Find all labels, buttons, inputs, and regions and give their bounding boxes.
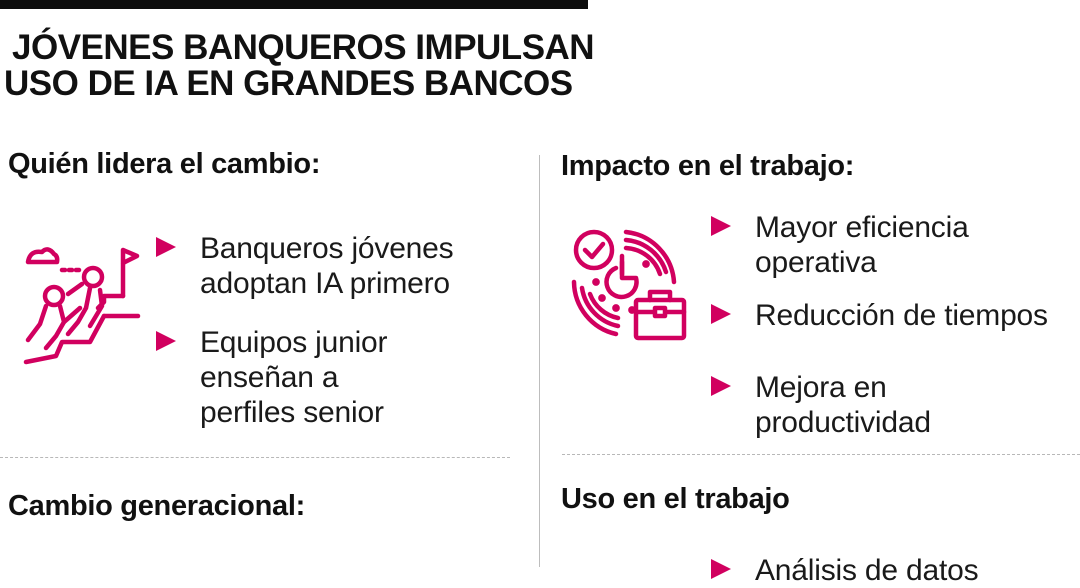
triangle-bullet-icon: [711, 304, 731, 324]
clock-briefcase-icon: [566, 222, 688, 347]
bullet-text: Equipos junior enseñan a perfiles senior: [200, 326, 388, 429]
triangle-bullet-icon: [711, 216, 731, 236]
title-line-1: JÓVENES BANQUEROS IMPULSAN: [12, 28, 595, 67]
section-title-impact: Impacto en el trabajo:: [561, 150, 855, 182]
triangle-bullet-icon: [711, 559, 731, 579]
impact-bullet-1: Mayor eficiencia operativa: [711, 210, 969, 280]
triangle-bullet-icon: [711, 376, 731, 396]
bullet-text: Mayor eficiencia operativa: [755, 211, 969, 279]
page-title: JÓVENES BANQUEROS IMPULSAN USO DE IA EN …: [4, 28, 595, 103]
triangle-bullet-icon: [156, 331, 176, 351]
bullet-text: Reducción de tiempos: [755, 299, 1048, 332]
top-rule: [0, 0, 588, 9]
impact-bullet-2: Reducción de tiempos: [711, 298, 1048, 333]
column-divider: [539, 155, 540, 567]
usage-bullet-1: Análisis de datos: [711, 553, 979, 588]
section-title-usage: Uso en el trabajo: [561, 483, 790, 515]
leader-bullet-1: Banqueros jóvenes adoptan IA primero: [156, 231, 454, 301]
impact-bullet-3: Mejora en productividad: [711, 370, 931, 440]
section-title-generational: Cambio generacional:: [8, 490, 305, 522]
bullet-text: Análisis de datos: [755, 554, 979, 587]
triangle-bullet-icon: [156, 237, 176, 257]
section-separator-left: [0, 457, 510, 458]
bullet-text: Banqueros jóvenes adoptan IA primero: [200, 232, 454, 300]
leader-bullet-2: Equipos junior enseñan a perfiles senior: [156, 325, 388, 430]
section-separator-right: [562, 454, 1080, 455]
bullet-text: Mejora en productividad: [755, 371, 931, 439]
section-title-leader: Quién lidera el cambio:: [8, 148, 321, 180]
title-line-2: USO DE IA EN GRANDES BANCOS: [4, 64, 573, 103]
climbing-team-icon: [20, 244, 142, 371]
